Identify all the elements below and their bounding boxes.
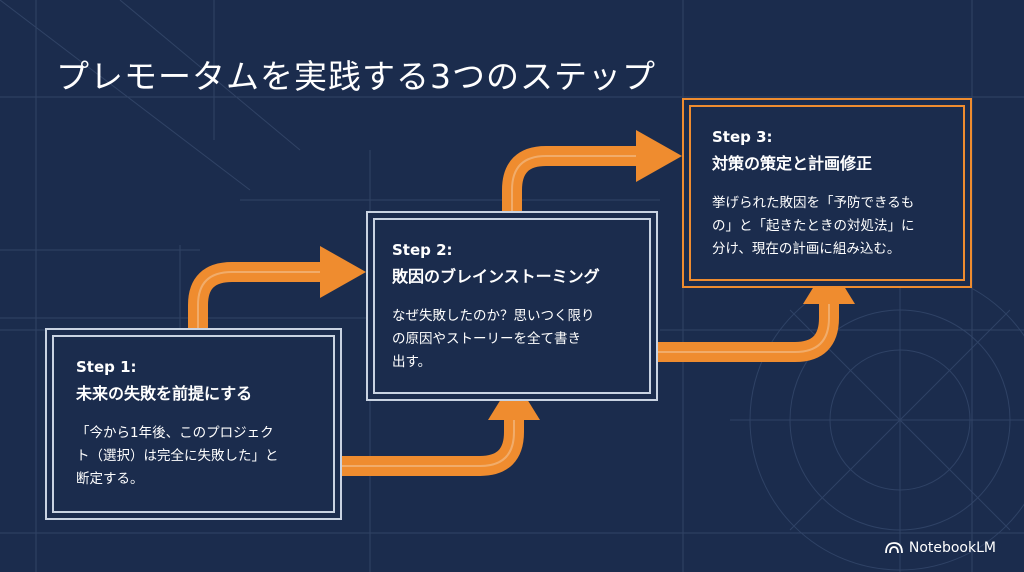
step-description-line: の原因やストーリーを全て書き: [392, 331, 581, 347]
step-description-line: ト（選択）は完全に失敗した」と: [76, 448, 279, 464]
step-label: Step 3:: [712, 128, 773, 146]
step-label: Step 2:: [392, 241, 453, 259]
notebooklm-brand: NotebookLM: [884, 540, 996, 556]
step-description-line: 「今から1年後、このプロジェク: [76, 425, 274, 441]
step-3-card: Step 3: 対策の策定と計画修正 挙げられた敗因を「予防できるも の」と「起…: [682, 98, 972, 288]
step-heading: 敗因のブレインストーミング: [392, 267, 600, 286]
step-description-line: の」と「起きたときの対処法」に: [712, 218, 915, 234]
step-description-line: 断定する。: [76, 471, 144, 487]
arrow-step2-to-step3: [658, 304, 839, 362]
step-description-line: 挙げられた敗因を「予防できるも: [712, 195, 915, 211]
step-2-card: Step 2: 敗因のブレインストーミング なぜ失敗したのか？思いつく限り の原…: [366, 211, 658, 401]
step-description-line: 出す。: [392, 354, 432, 370]
brand-name: NotebookLM: [908, 540, 996, 556]
step-label: Step 1:: [76, 358, 137, 376]
step-description-line: なぜ失敗したのか？思いつく限り: [392, 308, 595, 324]
arrow-into-step3: [502, 146, 638, 212]
step-heading: 対策の策定と計画修正: [712, 154, 873, 173]
arrowhead-into-step2: [320, 246, 366, 298]
step-description: なぜ失敗したのか？思いつく限り の原因やストーリーを全て書き 出す。: [392, 305, 595, 374]
arrow-into-step2: [188, 262, 322, 330]
notebooklm-logo-icon: [884, 542, 903, 554]
step-heading: 未来の失敗を前提にする: [76, 384, 253, 403]
page-title: プレモータムを実践する3つのステップ: [56, 57, 656, 96]
step-description: 「今から1年後、このプロジェク ト（選択）は完全に失敗した」と 断定する。: [76, 422, 279, 491]
step-description-line: 分け、現在の計画に組み込む。: [712, 241, 901, 257]
arrowhead-into-step3: [636, 130, 682, 182]
step-1-card: Step 1: 未来の失敗を前提にする 「今から1年後、このプロジェク ト（選択…: [45, 328, 342, 520]
arrow-step1-to-step2: [342, 420, 524, 476]
step-description: 挙げられた敗因を「予防できるも の」と「起きたときの対処法」に 分け、現在の計画…: [712, 192, 915, 261]
